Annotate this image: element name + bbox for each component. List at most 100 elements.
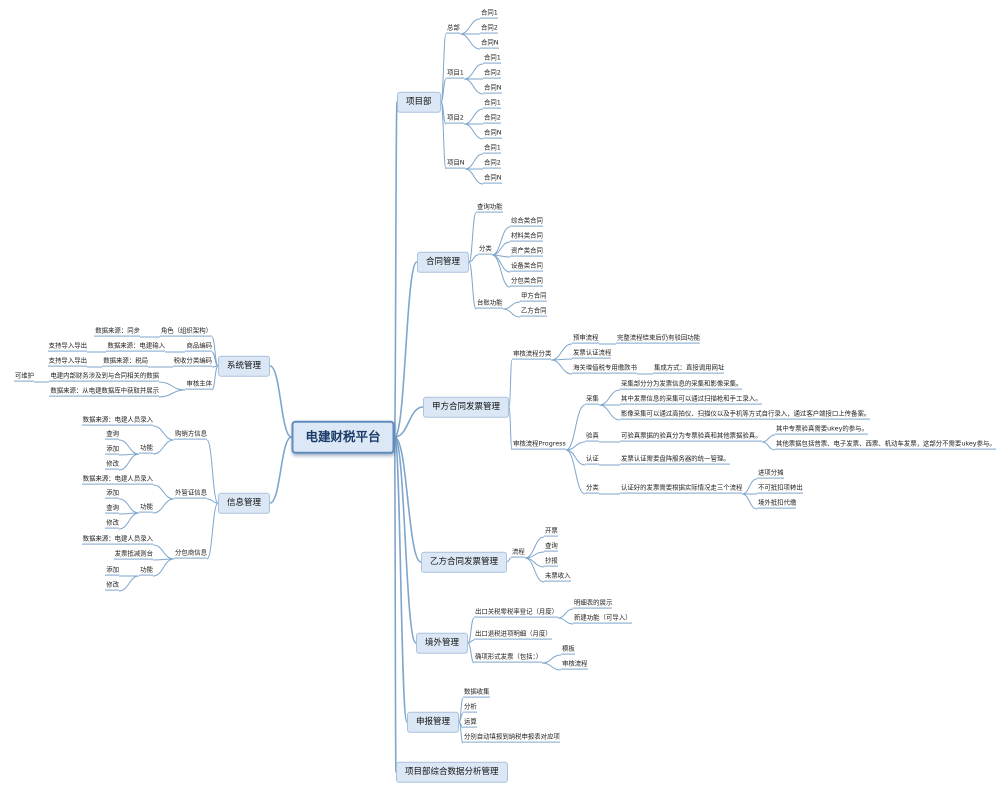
node-xx_wg_x[interactable]: 修改 [105,519,119,529]
node-sb_fx[interactable]: 分析 [463,703,477,713]
node-xx_wg_g[interactable]: 功能 [139,503,153,513]
node-jw_ts[interactable]: 出口退税进项明细（月度） [474,630,552,640]
node-jf_rz2[interactable]: 认证 [585,455,599,465]
node-jf_ys[interactable]: 预审流程 [572,334,599,344]
node-xx_fb_s[interactable]: 数据来源：电建人员录入 [81,535,153,545]
node-jf_yz_3[interactable]: 其他票据包括普票、电子发票、西票、机动车发票，这部分不需要ukey参与。 [775,440,996,450]
node-htgl[interactable]: 合同管理 [417,251,470,273]
node-xm_pn[interactable]: 项目N [446,159,465,169]
node-sbgl[interactable]: 申报管理 [407,711,460,733]
node-ht_yf[interactable]: 乙方合同 [520,307,547,317]
node-yf_wp[interactable]: 未票收入 [544,572,571,582]
node-jf_yz_2[interactable]: 其中专票验真需要ukey的参与。 [775,425,868,435]
node-xm_p2_2[interactable]: 合同2 [483,114,501,124]
node-xx_gx_t[interactable]: 添加 [105,445,119,455]
node-jf_rz2_1[interactable]: 发票认证需要盘阵服务器的统一管理。 [620,455,730,465]
node-xm_p2_1[interactable]: 合同1 [483,99,501,109]
node-jf_cj_1[interactable]: 采集部分分为发票信息的采集和影像采集。 [620,380,743,390]
node-xm_p1_1[interactable]: 合同1 [483,54,501,64]
node-ht_sb[interactable]: 设备类合同 [510,262,543,272]
node-xtgl[interactable]: 系统管理 [218,355,271,377]
node-jf_hg_d[interactable]: 集成方式：直接调用网址 [653,364,725,374]
node-jf_ys_d[interactable]: 完整流程结束后仍有驳回功能 [616,334,701,344]
node-xt_sh_k[interactable]: 可维护 [13,372,34,382]
node-jw_ck[interactable]: 出口关税零税率登记（月度） [474,608,559,618]
node-sb_tb[interactable]: 分别自动填报到纳税申报表对应项 [463,733,560,743]
node-yf_cx[interactable]: 查询 [544,542,558,552]
node-ht_fl[interactable]: 分类 [478,245,492,255]
node-xmb[interactable]: 项目部 [397,91,441,113]
node-xx_fb_x[interactable]: 修改 [105,581,119,591]
node-jf_fl_a[interactable]: 进项分摊 [757,469,784,479]
node-xx_wg_c[interactable]: 查询 [105,504,119,514]
node-xx_wg_t[interactable]: 添加 [105,489,119,499]
node-jf_cj_3[interactable]: 影像采集可以通过高拍仪、扫描仪以及手机等方式自行录入，通过客户端接口上传备案。 [620,410,871,420]
node-xx_fb_g[interactable]: 功能 [139,566,153,576]
node-xm_pn_1[interactable]: 合同1 [483,144,501,154]
node-ht_zh[interactable]: 综合类合同 [510,217,543,227]
node-xx_gx_g[interactable]: 功能 [139,444,153,454]
node-xx_gx_c[interactable]: 查询 [105,430,119,440]
node-jf_fl[interactable]: 分类 [585,484,599,494]
node-xm_p2_n[interactable]: 合同N [483,129,502,139]
node-xm_p1_2[interactable]: 合同2 [483,69,501,79]
node-root[interactable]: 电建财税平台 [291,420,395,454]
node-xm_zb[interactable]: 总部 [446,24,460,34]
node-xx_fb[interactable]: 分包商信息 [174,549,207,559]
node-jf_cj_2[interactable]: 其中发票信息的采集可以通过扫描枪和手工录入。 [620,395,762,405]
node-jf_rz[interactable]: 发票认证流程 [572,349,612,359]
node-yfhtfp[interactable]: 乙方合同发票管理 [421,551,508,573]
node-ht_cl[interactable]: 材料类合同 [510,232,543,242]
node-sb_sj[interactable]: 数据收集 [463,688,490,698]
node-jwgl[interactable]: 境外管理 [416,632,469,654]
node-jw_sh[interactable]: 审核流程 [561,660,588,670]
node-xt_sh[interactable]: 审核主体 [185,380,212,390]
node-jw_xj[interactable]: 新建功能（可导入） [573,614,632,624]
node-xt_sp_d[interactable]: 支持导入导出 [47,342,87,352]
node-xm_p2[interactable]: 项目2 [446,114,464,124]
node-xm_p1[interactable]: 项目1 [446,69,464,79]
node-xx_gx[interactable]: 购销方信息 [174,430,207,440]
node-ht_cx[interactable]: 查询功能 [476,203,503,213]
node-jw_qx[interactable]: 确项形式发票（包括：） [474,653,543,663]
node-xt_sh_2[interactable]: 数据来源：从电建数据库中获取并展示 [49,387,159,397]
node-jf_yz[interactable]: 验真 [585,432,599,442]
node-jf_fl_b[interactable]: 不可抵扣项转出 [757,484,803,494]
node-xx_fb_t[interactable]: 添加 [105,566,119,576]
node-xt_sp[interactable]: 商品编码 [185,342,212,352]
node-xt_sh_1[interactable]: 电建内部财务涉及到与合同相关的数据 [49,372,159,382]
node-jf_yz_1[interactable]: 可验真票据的验真分为专票验真和其他票据验真。 [620,432,762,442]
node-xx_fb_f[interactable]: 发票抵减则台 [113,550,153,560]
node-jw_mx[interactable]: 明细表的展示 [573,599,613,609]
node-jf_cj[interactable]: 采集 [585,395,599,405]
node-xt_sp_s[interactable]: 数据来源：电建输入 [106,342,165,352]
node-ht_fb[interactable]: 分包类合同 [510,277,543,287]
node-xt_js_s[interactable]: 数据来源：同步 [94,327,140,337]
node-jfhtfp[interactable]: 甲方合同发票管理 [423,396,510,418]
node-xm_zb_1[interactable]: 合同1 [480,9,498,19]
node-zhsj[interactable]: 项目部综合数据分析管理 [396,761,508,783]
node-ht_jf[interactable]: 甲方合同 [520,292,547,302]
node-ht_zc[interactable]: 资产类合同 [510,247,543,257]
node-xm_p1_n[interactable]: 合同N [483,84,502,94]
node-xm_pn_2[interactable]: 合同2 [483,159,501,169]
node-yf_cb[interactable]: 抄报 [544,557,558,567]
node-xt_ss_d[interactable]: 支持导入导出 [47,357,87,367]
node-xt_ss[interactable]: 税收分类编码 [172,357,212,367]
node-xm_pn_n[interactable]: 合同N [483,174,502,184]
node-sb_ys[interactable]: 运算 [463,718,477,728]
node-xt_js[interactable]: 角色（组织架构） [159,327,212,337]
node-xx_gx_s[interactable]: 数据来源：电建人员录入 [81,416,153,426]
node-jf_fl_1[interactable]: 认证好的发票需要根据实际情况走三个流程 [620,484,743,494]
node-xt_ss_s[interactable]: 数据来源：税局 [102,357,148,367]
node-jf_hg[interactable]: 海关增值税专用缴款书 [572,364,637,374]
node-yf_kp[interactable]: 开票 [544,527,558,537]
node-xm_zb_2[interactable]: 合同2 [480,24,498,34]
node-jf_prog[interactable]: 审核流程Progress [512,440,566,450]
node-jf_shfl[interactable]: 审核流程分类 [512,350,552,360]
node-xx_wg[interactable]: 外管证信息 [174,489,207,499]
node-xx_gx_x[interactable]: 修改 [105,460,119,470]
node-xxgl[interactable]: 信息管理 [218,492,271,514]
node-xx_wg_s[interactable]: 数据来源：电建人员录入 [81,475,153,485]
node-ht_tz[interactable]: 台账功能 [476,299,503,309]
